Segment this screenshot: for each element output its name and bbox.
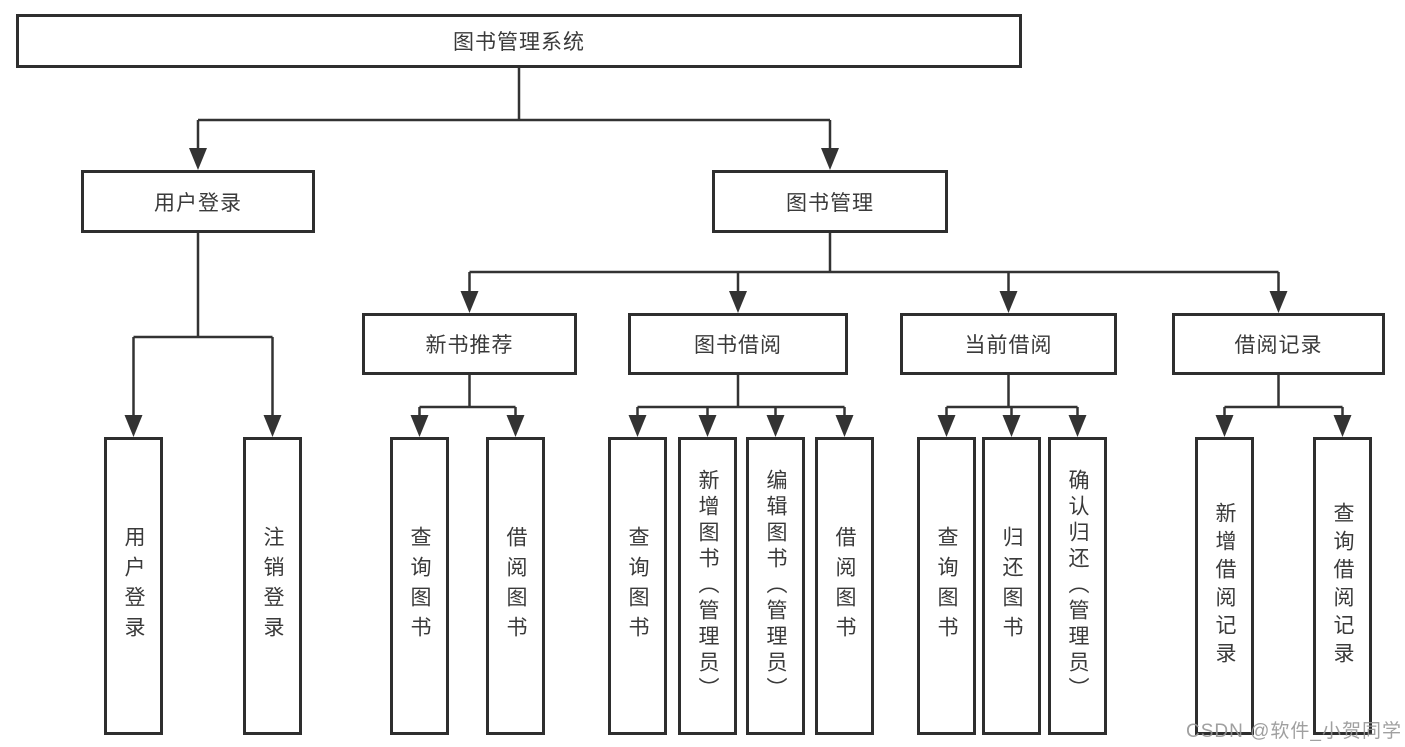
leaf-borrow-books-borrowing: 借阅图书: [815, 437, 874, 735]
leaf-query-books-recommend: 查询图书: [390, 437, 449, 735]
node-borrowing-records: 借阅记录: [1172, 313, 1385, 375]
leaf-add-borrow-record: 新增借阅记录: [1195, 437, 1254, 735]
node-user-login: 用户登录: [81, 170, 315, 233]
leaf-borrow-books-recommend: 借阅图书: [486, 437, 545, 735]
connector-root-to-level2: [189, 68, 839, 170]
csdn-watermark: CSDN @软件_小贺同学: [1186, 721, 1402, 742]
leaf-confirm-return-admin: 确认归还（管理员）: [1048, 437, 1107, 735]
leaf-user-login: 用户登录: [104, 437, 163, 735]
leaf-query-books-borrowing: 查询图书: [608, 437, 667, 735]
leaf-add-books-admin: 新增图书（管理员）: [678, 437, 737, 735]
leaf-logout: 注销登录: [243, 437, 302, 735]
connector-new-book-children: [410, 375, 525, 437]
leaf-query-borrow-record: 查询借阅记录: [1313, 437, 1372, 735]
connector-user-login-children: [124, 233, 282, 437]
leaf-edit-books-admin: 编辑图书（管理员）: [746, 437, 805, 735]
connector-book-management-children: [460, 233, 1288, 313]
node-current-borrowing: 当前借阅: [900, 313, 1117, 375]
leaf-return-books: 归还图书: [982, 437, 1041, 735]
connector-borrowing-records-children: [1215, 375, 1352, 437]
connector-book-borrowing-children: [628, 375, 854, 437]
node-book-management: 图书管理: [712, 170, 948, 233]
node-root-system: 图书管理系统: [16, 14, 1022, 68]
connector-current-borrowing-children: [937, 375, 1087, 437]
node-new-book-recommend: 新书推荐: [362, 313, 577, 375]
node-book-borrowing: 图书借阅: [628, 313, 848, 375]
leaf-query-books-current: 查询图书: [917, 437, 976, 735]
